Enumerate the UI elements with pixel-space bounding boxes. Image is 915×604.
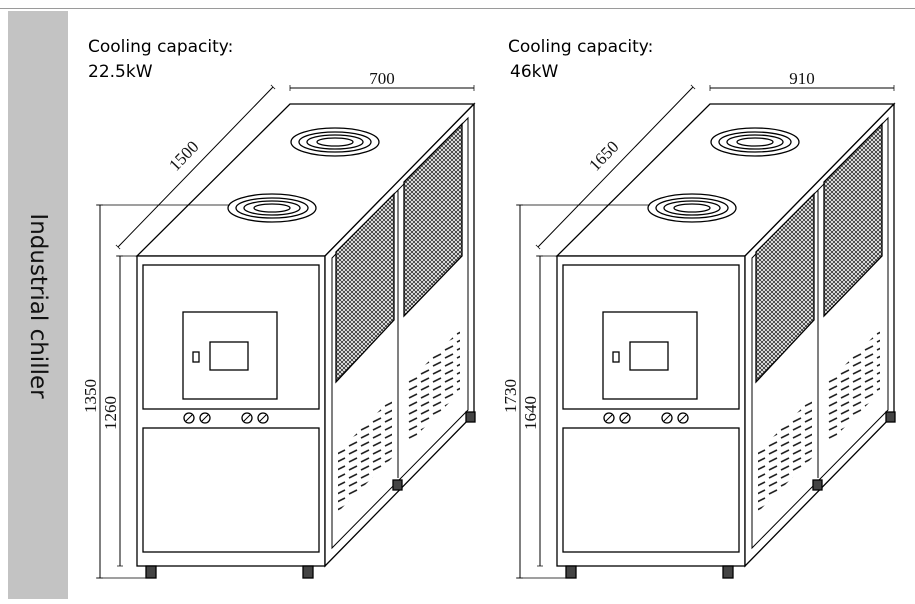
unit-2-width-dim: 910 [789,69,815,88]
unit-1-width-dim: 700 [369,69,395,88]
unit-1-total-height-dim: 1350 [81,379,100,413]
unit-1-capacity-value: 22.5kW [88,62,153,82]
unit-2-depth-dim: 1650 [585,137,622,175]
top-divider [0,8,915,9]
unit-2-capacity-value: 46kW [510,62,559,82]
sidebar [8,11,68,599]
unit-2-capacity-label: Cooling capacity: [508,37,654,57]
unit-1-body-height-dim: 1260 [101,396,120,430]
unit-1-chiller [135,102,476,579]
unit-2-total-height-dim: 1730 [501,379,520,413]
unit-2-body-height-dim: 1640 [521,396,540,430]
unit-1-depth-dim: 1500 [165,137,202,175]
unit-1-capacity-label: Cooling capacity: [88,37,234,57]
